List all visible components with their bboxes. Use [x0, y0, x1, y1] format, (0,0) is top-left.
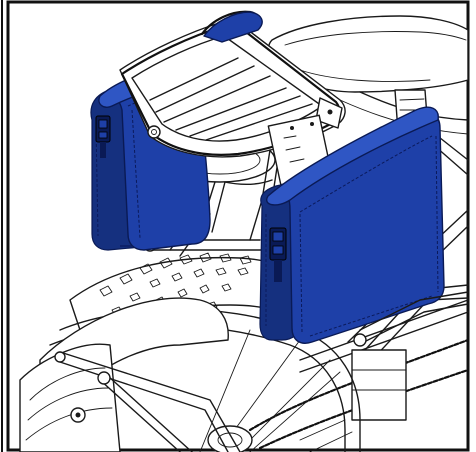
- right-bag-buckle: [269, 227, 287, 282]
- rear-fender: [19, 297, 241, 452]
- rear-rack: [119, 10, 346, 241]
- chain: [248, 299, 470, 450]
- lower-frame-front: [353, 291, 469, 347]
- left-bag-buckle: [95, 115, 111, 158]
- right-pannier-bag: [259, 106, 445, 344]
